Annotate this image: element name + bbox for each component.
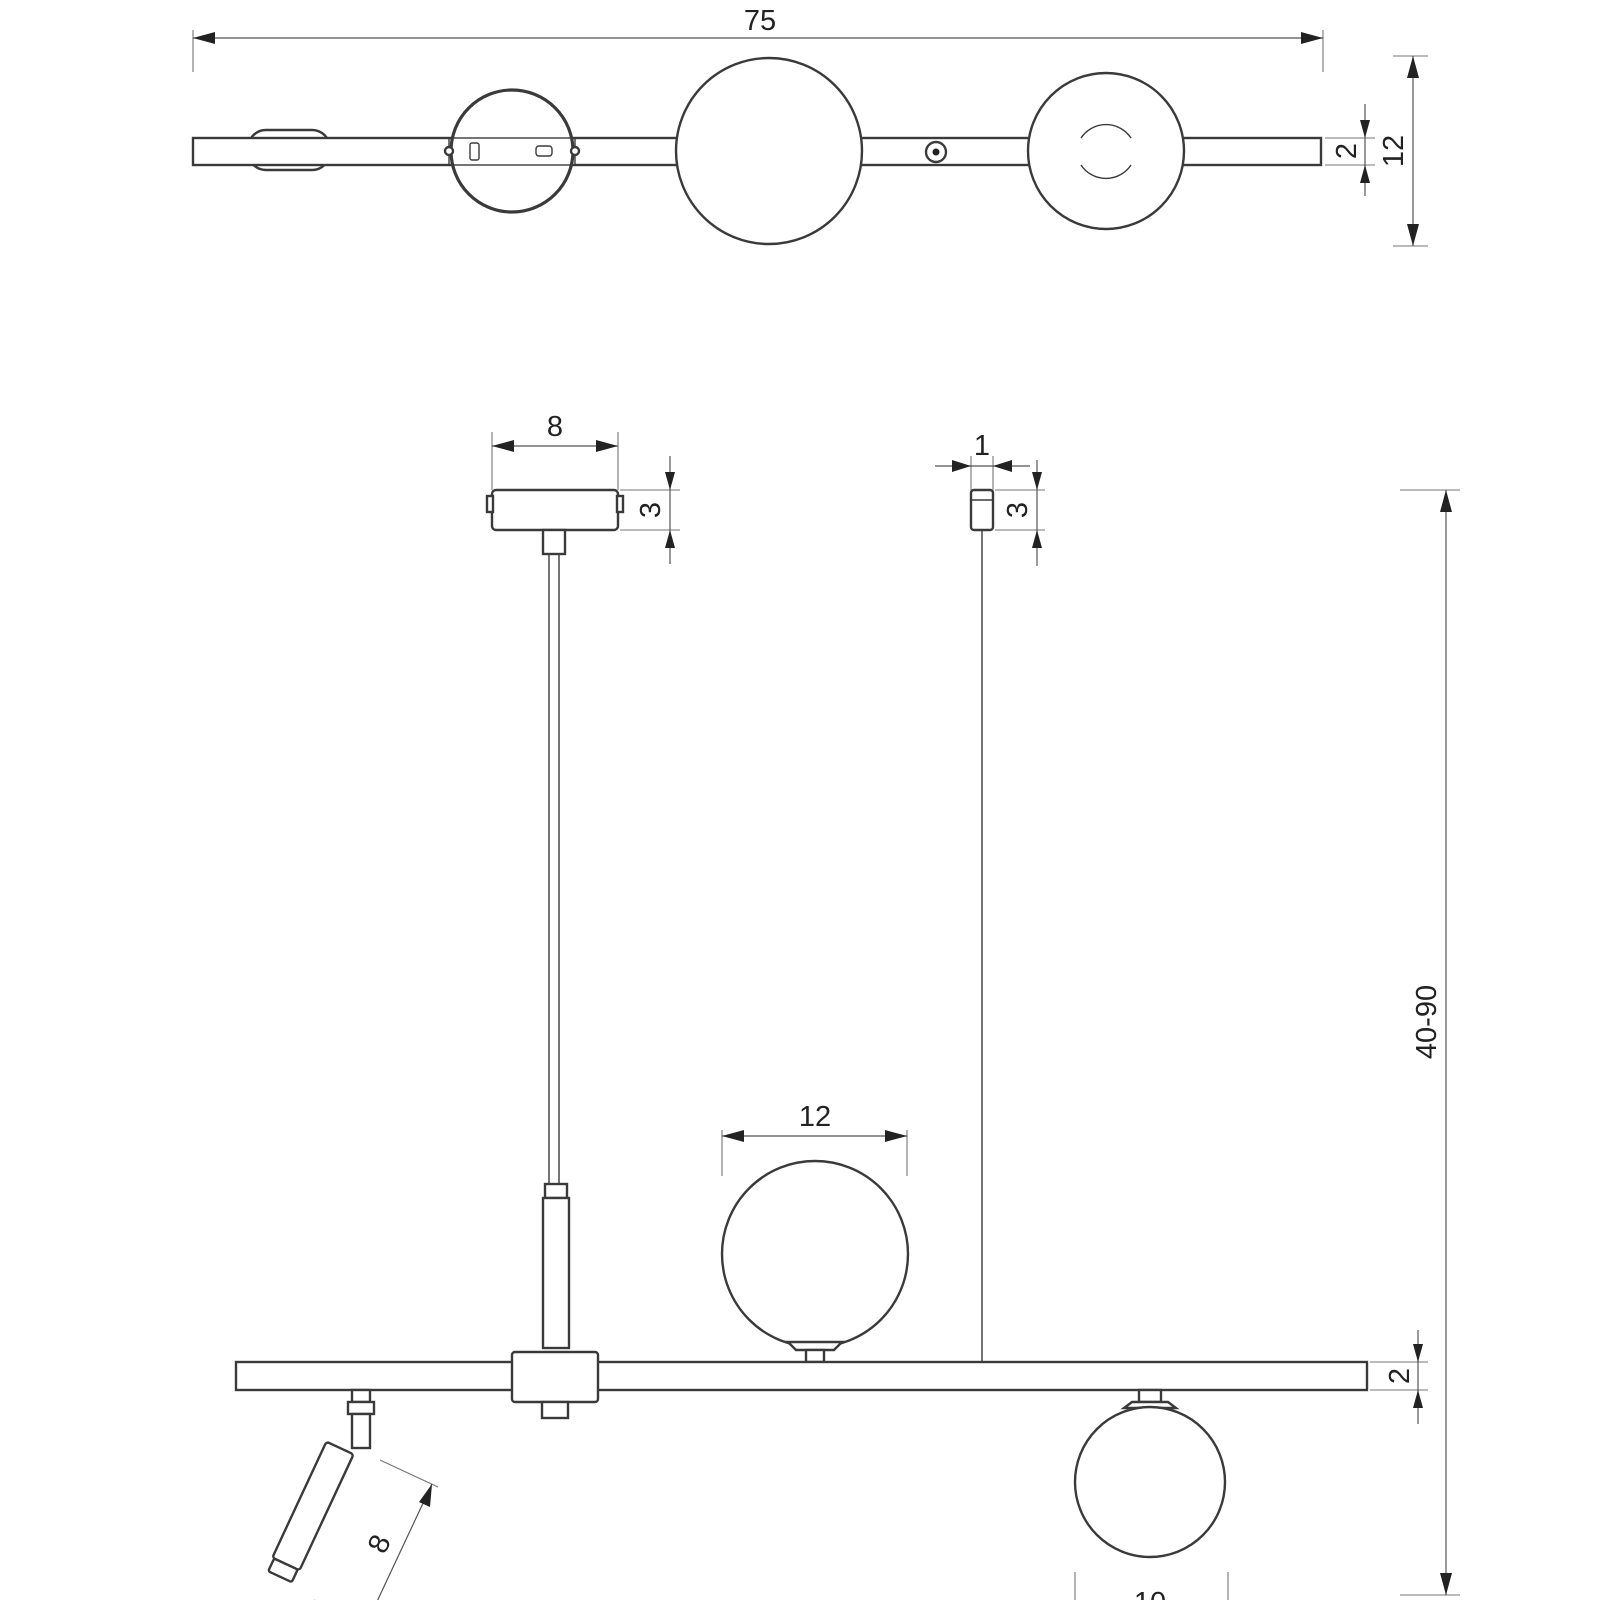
lower-globe-diameter-label: 10 <box>1134 1587 1166 1600</box>
spotlight-length-label: 8 <box>362 1530 398 1558</box>
drop-height-label: 40-90 <box>1411 985 1443 1059</box>
side-view: 8 3 1 3 <box>234 411 1460 1600</box>
globe-large-top <box>674 56 864 246</box>
globe-small-top <box>1026 71 1186 231</box>
main-bar <box>234 1360 1369 1392</box>
upper-globe-diameter-label: 12 <box>799 1101 831 1133</box>
top-bar-height-label: 2 <box>1331 143 1363 159</box>
canopy-width-label: 8 <box>547 411 563 443</box>
top-depth-label: 12 <box>1378 135 1410 167</box>
rod-connector <box>510 1350 600 1404</box>
canopy-height-label: 3 <box>635 502 667 518</box>
top-view: 75 2 12 <box>191 5 1428 247</box>
cable-grip-height-label: 3 <box>1002 502 1034 518</box>
overall-length-label: 75 <box>744 5 776 37</box>
lower-globe <box>1073 1405 1227 1559</box>
cable-grip-width-label: 1 <box>974 430 990 462</box>
cable-grip <box>969 488 995 532</box>
spotlight <box>267 1388 376 1583</box>
side-bar-height-label: 2 <box>1384 1368 1416 1384</box>
upper-globe <box>720 1159 910 1349</box>
ceiling-canopy <box>490 488 620 532</box>
